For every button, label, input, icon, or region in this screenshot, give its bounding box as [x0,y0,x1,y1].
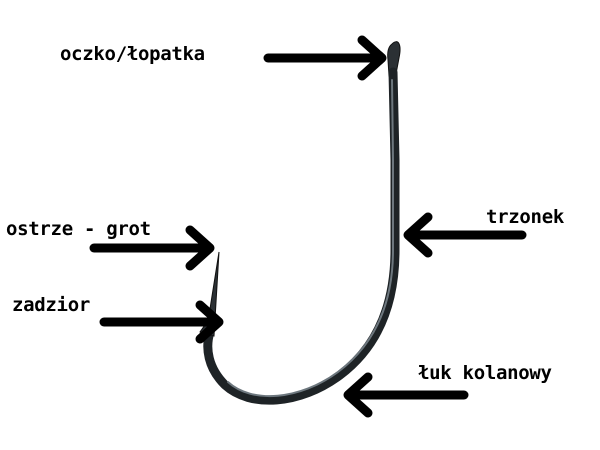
label-eye-spade: oczko/łopatka [60,43,205,65]
label-shank: trzonek [486,206,564,228]
label-barb: zadzior [12,294,90,316]
arrow-point [89,225,215,271]
arrow-shank [403,212,527,258]
hook-shank-and-bend [203,67,400,405]
arrow-barb [99,300,224,344]
fish-hook [199,41,401,405]
label-point: ostrze - grot [6,218,151,240]
arrow-eye [263,35,387,81]
hook-highlight [227,79,394,398]
label-bend: łuk kolanowy [418,362,552,384]
arrow-bend [343,372,469,418]
